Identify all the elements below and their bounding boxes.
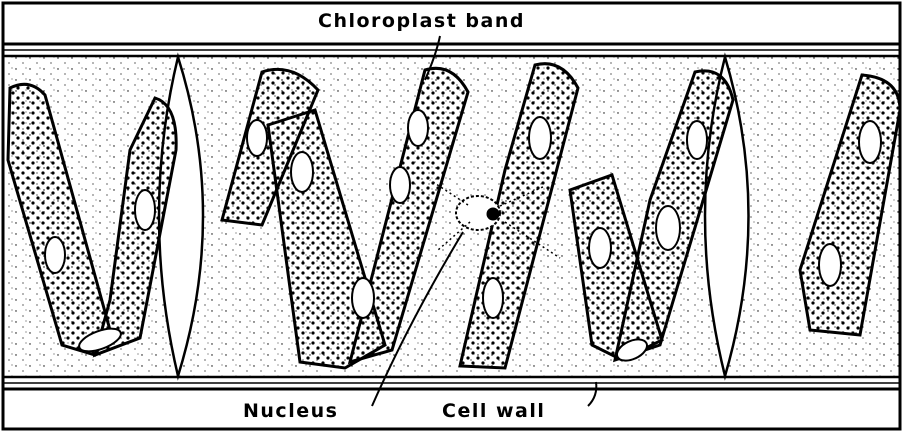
pyrenoid xyxy=(859,121,881,163)
pyrenoid xyxy=(247,120,267,156)
pyrenoid xyxy=(529,117,551,159)
chloroplast-band-label: Chloroplast band xyxy=(318,10,525,32)
pyrenoid xyxy=(589,228,611,268)
pyrenoid xyxy=(291,152,313,192)
pyrenoid xyxy=(135,190,155,230)
pyrenoid xyxy=(45,237,65,273)
pyrenoid xyxy=(656,206,680,250)
nucleolus xyxy=(487,208,499,220)
pyrenoid xyxy=(483,278,503,318)
cell-wall-label: Cell wall xyxy=(442,400,545,422)
nucleus-label: Nucleus xyxy=(243,400,338,422)
cell-wall-leader xyxy=(588,382,596,406)
pyrenoid xyxy=(687,121,707,159)
pyrenoid xyxy=(352,278,374,318)
pyrenoid xyxy=(390,167,410,203)
pyrenoid xyxy=(819,244,841,286)
pyrenoid xyxy=(408,110,428,146)
